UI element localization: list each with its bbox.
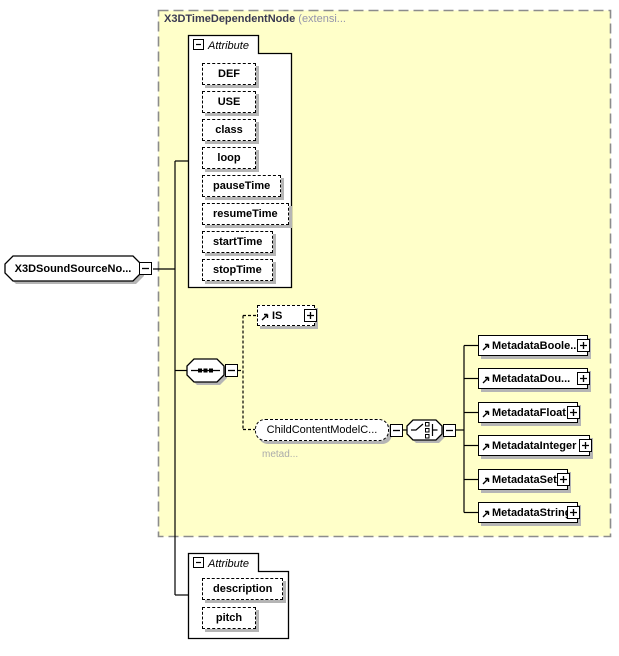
is-node-label: IS [272, 309, 283, 322]
choice-collapse-toggle[interactable] [443, 424, 456, 437]
solid-connectors [153, 160, 478, 596]
attribute-node-resumeTime[interactable]: resumeTime [202, 203, 289, 225]
root-node[interactable]: X3DSoundSourceNo... [5, 256, 141, 281]
sequence-collapse-toggle[interactable] [225, 364, 238, 377]
expand-toggle[interactable] [567, 506, 580, 519]
metadata-string-node[interactable]: MetadataString [478, 502, 580, 523]
metadata-double-node[interactable]: MetadataDou... [478, 368, 590, 389]
metadata-node-label: MetadataBoole... [492, 339, 580, 352]
is-expand-toggle[interactable] [304, 309, 317, 322]
plus-icon [307, 312, 314, 319]
attribute-node-DEF[interactable]: DEF [202, 63, 256, 85]
reference-arrow-icon [482, 477, 490, 488]
expand-toggle[interactable] [567, 406, 580, 419]
plus-icon [582, 442, 589, 449]
collapse-icon[interactable] [193, 557, 204, 571]
child-content-collapse-toggle[interactable] [390, 424, 403, 437]
attribute-node-pauseTime[interactable]: pauseTime [202, 175, 282, 197]
metadata-node-label: MetadataInteger [492, 439, 577, 452]
choice-symbol[interactable] [406, 419, 445, 443]
bottom-attribute-list: description pitch [202, 578, 284, 629]
extension-frame-title: X3DTimeDependentNode (extensi... [164, 13, 346, 25]
bottom-attribute-group-label: Attribute [208, 558, 249, 570]
is-node[interactable]: IS [257, 305, 317, 326]
attribute-node-stopTime[interactable]: stopTime [202, 259, 273, 281]
reference-arrow-icon [482, 410, 490, 421]
attribute-node-loop[interactable]: loop [202, 147, 256, 169]
expand-toggle[interactable] [577, 372, 590, 385]
plus-icon [560, 476, 567, 483]
metadata-integer-node[interactable]: MetadataInteger [478, 435, 592, 456]
base-type-suffix: (extensi... [295, 13, 346, 25]
metadata-node-label: MetadataDou... [492, 372, 571, 385]
reference-arrow-icon [261, 313, 269, 324]
plus-icon [570, 409, 577, 416]
reference-arrow-icon [482, 376, 490, 387]
child-content-annotation: metad... [262, 449, 299, 460]
reference-arrow-icon [482, 510, 490, 521]
base-type-name: X3DTimeDependentNode [164, 13, 296, 25]
expand-toggle[interactable] [557, 473, 570, 486]
minus-icon [228, 369, 235, 372]
attribute-node-description[interactable]: description [202, 578, 284, 600]
child-content-model-node[interactable]: ChildContentModelC... [255, 419, 403, 441]
attribute-node-startTime[interactable]: startTime [202, 231, 274, 253]
attribute-node-pitch[interactable]: pitch [202, 607, 256, 629]
minus-icon [393, 429, 400, 432]
expand-toggle[interactable] [579, 439, 592, 452]
plus-icon [570, 509, 577, 516]
attribute-node-class[interactable]: class [202, 119, 256, 141]
top-attribute-group-tab: Attribute [193, 39, 249, 53]
bottom-attribute-group-tab: Attribute [193, 557, 249, 571]
plus-icon [580, 375, 587, 382]
top-attribute-list: DEF USE class loop pauseTime resumeTime … [202, 63, 289, 281]
collapse-icon[interactable] [193, 39, 204, 53]
metadata-node-label: MetadataString [492, 506, 572, 519]
root-node-shape[interactable] [4, 255, 144, 284]
metadata-float-node[interactable]: MetadataFloat [478, 402, 580, 423]
minus-icon [142, 267, 149, 270]
top-attribute-group-label: Attribute [208, 40, 249, 52]
sequence-symbol[interactable] [186, 358, 227, 385]
root-collapse-toggle[interactable] [139, 262, 152, 275]
metadata-node-label: MetadataSet [492, 473, 557, 486]
reference-arrow-icon [482, 443, 490, 454]
metadata-boolean-node[interactable]: MetadataBoole... [478, 335, 590, 356]
attribute-node-USE[interactable]: USE [202, 91, 256, 113]
reference-arrow-icon [482, 343, 490, 354]
child-content-model-label: ChildContentModelC... [266, 424, 378, 436]
metadata-set-node[interactable]: MetadataSet [478, 469, 570, 490]
dashed-connectors [238, 314, 257, 431]
metadata-node-label: MetadataFloat [492, 406, 566, 419]
expand-toggle[interactable] [577, 339, 590, 352]
minus-icon [446, 429, 453, 432]
root-node-label: X3DSoundSourceNo... [14, 262, 132, 275]
plus-icon [580, 342, 587, 349]
